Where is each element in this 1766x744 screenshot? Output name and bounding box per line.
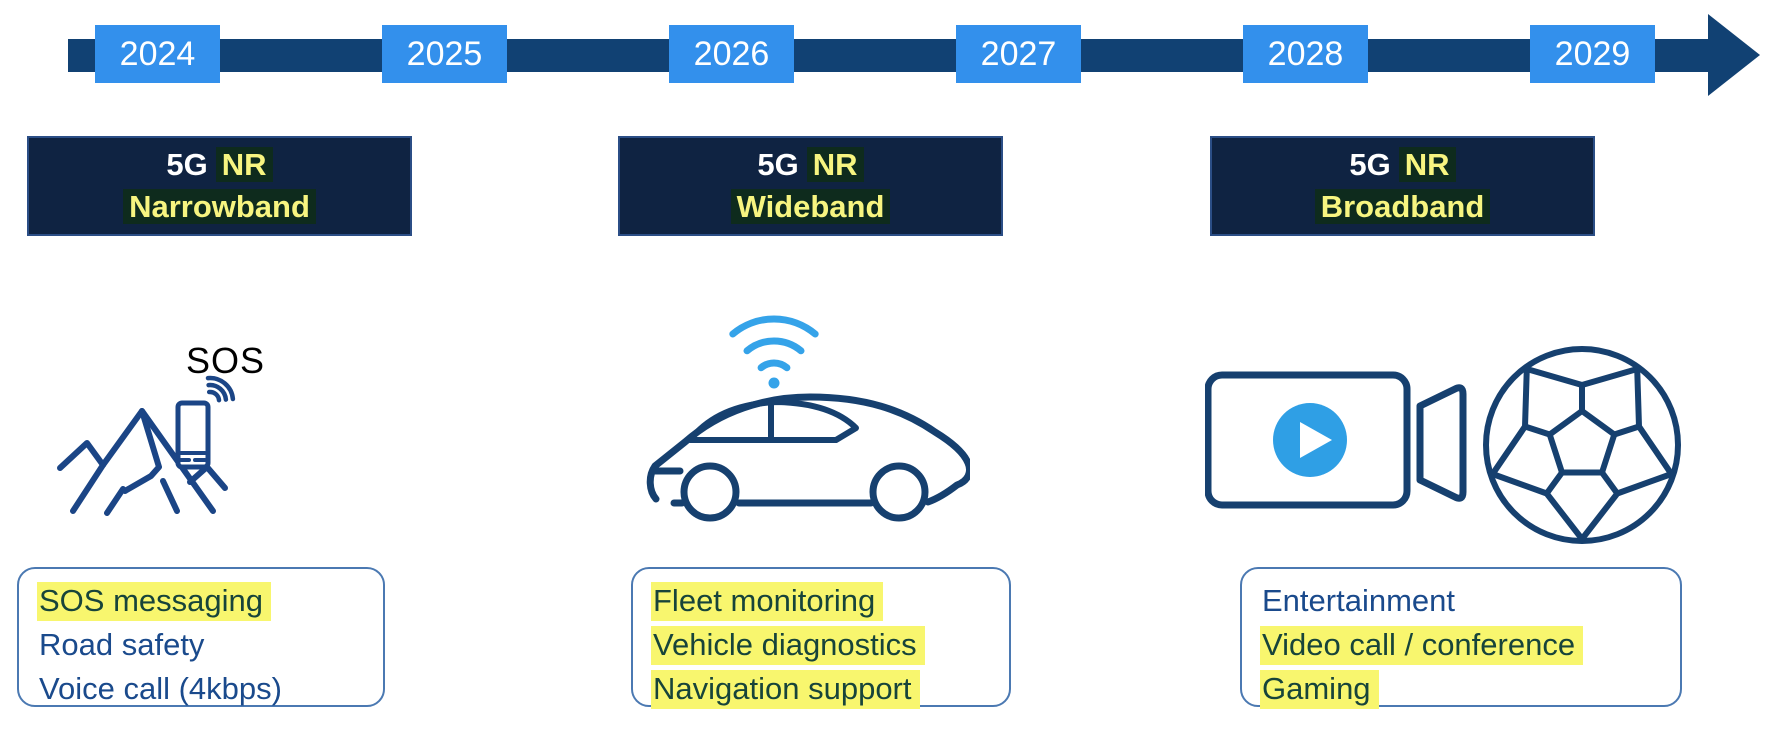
feature-item: SOS messaging [37,579,383,623]
phase-title-highlight: NR [215,147,273,182]
timeline-bar [68,39,1710,72]
feature-item: Road safety [39,627,205,662]
phase-title-highlight: NR [1398,147,1456,182]
feature-item: Navigation support [651,667,1009,711]
year-label: 2028 [1267,34,1344,73]
year-label: 2029 [1554,34,1631,73]
connected-car-icon [646,315,970,522]
phase-title-prefix: 5G [1349,147,1391,182]
phase-band: Narrowband [123,186,316,228]
video-camera-icon [1205,371,1467,509]
timeline-arrowhead-icon [1708,14,1760,96]
video-camera-soccer-ball-icon [1205,346,1681,544]
feature-item: Voice call (4kbps) [39,671,282,706]
year-marker-2028: 2028 [1243,25,1368,83]
feature-item: Vehicle diagnostics [651,623,1009,667]
phase-title-highlight: NR [806,147,864,182]
soccer-ball-icon [1483,346,1681,544]
feature-box-narrowband: SOS messaging Road safety Voice call (4k… [17,567,385,707]
feature-item: Video call / conference [1260,623,1680,667]
wifi-icon [729,315,819,389]
year-marker-2029: 2029 [1530,25,1655,83]
year-marker-2024: 2024 [95,25,220,83]
feature-item: Gaming [1260,667,1680,711]
phase-title-prefix: 5G [757,147,799,182]
year-marker-2025: 2025 [382,25,507,83]
year-label: 2027 [980,34,1057,73]
year-marker-2026: 2026 [669,25,794,83]
year-label: 2026 [693,34,770,73]
feature-box-broadband: Entertainment Video call / conference Ga… [1240,567,1682,709]
phase-band: Wideband [730,186,891,228]
phase-band: Broadband [1314,186,1491,228]
sos-label: SOS [186,340,266,381]
sos-phone-mountains-icon [57,375,236,516]
feature-box-wideband: Fleet monitoring Vehicle diagnostics Nav… [631,567,1011,709]
feature-item: Entertainment [1262,583,1455,618]
year-label: 2025 [406,34,483,73]
year-marker-2027: 2027 [956,25,1081,83]
signal-waves-icon [205,375,236,403]
feature-item: Fleet monitoring [651,579,1009,623]
phase-title-prefix: 5G [166,147,208,182]
year-label: 2024 [119,34,196,73]
